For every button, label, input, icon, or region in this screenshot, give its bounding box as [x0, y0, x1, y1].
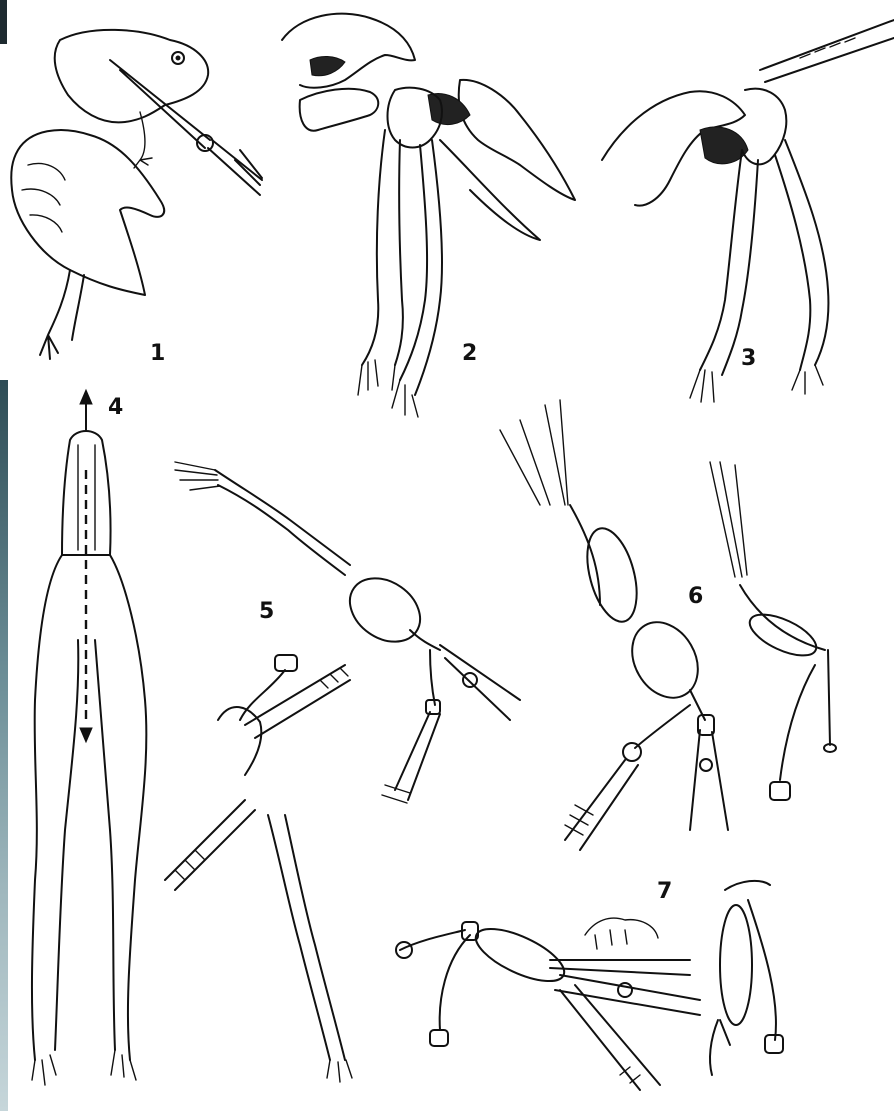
- panel-6-drawing: [500, 400, 836, 850]
- panel-2-drawing: [282, 14, 575, 417]
- panel-1-number: 1: [150, 341, 165, 366]
- panel-2-number: 2: [462, 341, 477, 366]
- panel-3-drawing: [602, 20, 894, 402]
- panel-5-drawing: [165, 462, 520, 1082]
- panel-7-number: 7: [657, 879, 672, 904]
- panel-3-number: 3: [741, 346, 756, 371]
- panel-4-number: 4: [108, 395, 123, 420]
- panel-1-drawing: [11, 30, 262, 359]
- panel-5-number: 5: [259, 599, 274, 624]
- panel-4-drawing: [32, 390, 146, 1085]
- panel-6-number: 6: [688, 584, 703, 609]
- panel-7-drawing: [396, 881, 783, 1090]
